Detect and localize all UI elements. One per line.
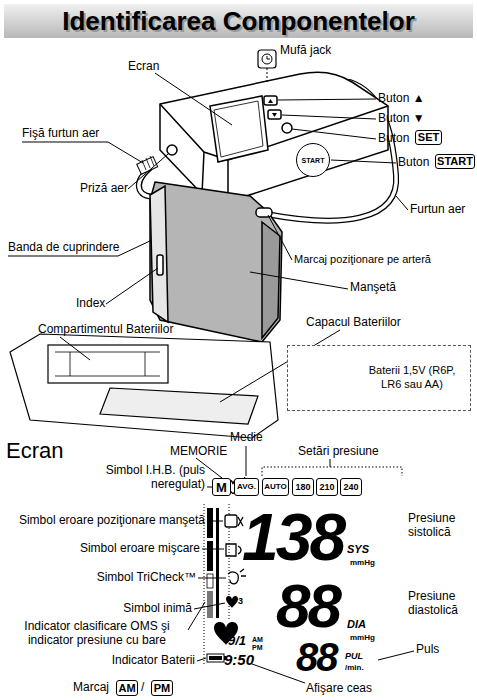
part-label: Manşetă	[350, 281, 396, 295]
part-label: Ecran	[128, 60, 159, 74]
pressure-setting-box: 210	[316, 478, 338, 496]
lcd-segments	[204, 459, 402, 664]
part-label: Simbol TriCheck™	[97, 571, 196, 585]
part-label: Marcaj	[73, 681, 109, 695]
battery-spec-box: Baterii 1,5V (R6P, LR6 sau AA)	[287, 345, 471, 411]
box-text: Baterii 1,5V (R6P, LR6 sau AA)	[360, 364, 464, 392]
part-label: Capacul Bateriilor	[306, 316, 401, 330]
box-text: AM	[118, 683, 135, 694]
pressure-setting-box: 240	[340, 478, 362, 496]
cuff	[150, 182, 282, 342]
part-label: Marcaj poziţionare pe arteră	[294, 253, 431, 266]
part-label: Indicator Baterii	[112, 654, 195, 668]
pressure-setting-box: 180	[292, 478, 314, 496]
box-text: START	[437, 156, 473, 167]
lcd-readout: 3	[238, 596, 243, 606]
pressure-setting-box: AUTO	[262, 478, 289, 496]
lcd-unit: mmHg	[350, 633, 375, 642]
button-name-box: SET	[415, 130, 442, 145]
start-button: START	[296, 143, 330, 177]
part-label: Mufă jack	[280, 44, 331, 58]
part-label: Index	[76, 297, 105, 311]
device-underside	[10, 334, 278, 438]
part-label: Puls	[416, 643, 439, 657]
part-label: Simbol inimă	[123, 602, 192, 616]
part-label: Presiune sistolică	[408, 512, 476, 540]
part-label: Buton ▼	[378, 112, 425, 126]
part-label: Indicator clasificare OMS şi indicator p…	[8, 620, 186, 648]
box-text: PM	[154, 683, 171, 694]
box-text: M	[216, 481, 227, 494]
lcd-readout: 88	[276, 575, 339, 637]
title-text: Identificarea Componentelor	[62, 6, 415, 37]
lcd-unit: PM	[252, 644, 263, 651]
box-text: 210	[319, 483, 334, 492]
part-label: Banda de cuprindere	[8, 241, 119, 255]
part-label: Afişare ceas	[306, 682, 372, 696]
lcd-readout: 138	[242, 504, 343, 570]
part-label: Presiune diastolică	[408, 590, 476, 618]
part-label: Simbol eroare poziţionare manşetă	[19, 514, 205, 528]
lcd-unit: SYS	[347, 543, 369, 556]
jack-socket	[258, 50, 276, 82]
average-symbol: AVG.	[234, 478, 259, 496]
button-name-box: START	[435, 154, 475, 169]
box-text: 240	[343, 483, 358, 492]
part-label: MEMORIE	[170, 445, 227, 459]
leader-lines	[188, 446, 414, 683]
lcd-readout: 9:50	[224, 651, 254, 668]
am-pm-box: AM	[116, 680, 138, 696]
lcd-unit: DIA	[347, 618, 366, 631]
part-label: Priză aer	[80, 182, 128, 196]
part-label: /	[141, 681, 144, 695]
monitor-body	[160, 72, 388, 203]
section-heading: Ecran	[6, 438, 63, 463]
part-label: Compartimentul Bateriilor	[38, 323, 173, 337]
part-label: Fişă furtun aer	[22, 127, 99, 141]
title-banner: Identificarea Componentelor	[4, 4, 473, 38]
part-label: Furtun aer	[410, 203, 465, 217]
part-label: Setări presiune	[298, 445, 379, 459]
lcd-unit: AM	[252, 636, 263, 643]
box-text: SET	[418, 132, 439, 143]
part-label: Simbol I.H.B. (puls neregulat)	[95, 464, 205, 492]
box-text: AVG.	[237, 483, 256, 491]
part-label: Buton	[378, 132, 409, 146]
lcd-unit: mmHg	[350, 558, 375, 567]
part-label: Buton	[398, 156, 429, 170]
lcd-unit: /min.	[345, 663, 364, 672]
part-label: Buton ▲	[378, 92, 425, 106]
part-label: Medie	[230, 431, 263, 445]
box-text: START	[302, 157, 325, 164]
part-label: Simbol eroare mişcare	[80, 542, 200, 556]
lcd-readout: 88	[296, 637, 337, 677]
am-pm-box: PM	[151, 680, 173, 696]
box-text: AUTO	[264, 483, 287, 491]
box-text: 180	[295, 483, 310, 492]
memory-symbol: M	[212, 478, 231, 496]
lcd-unit: PUL	[345, 651, 363, 661]
lcd-readout: 9/1	[228, 634, 246, 649]
